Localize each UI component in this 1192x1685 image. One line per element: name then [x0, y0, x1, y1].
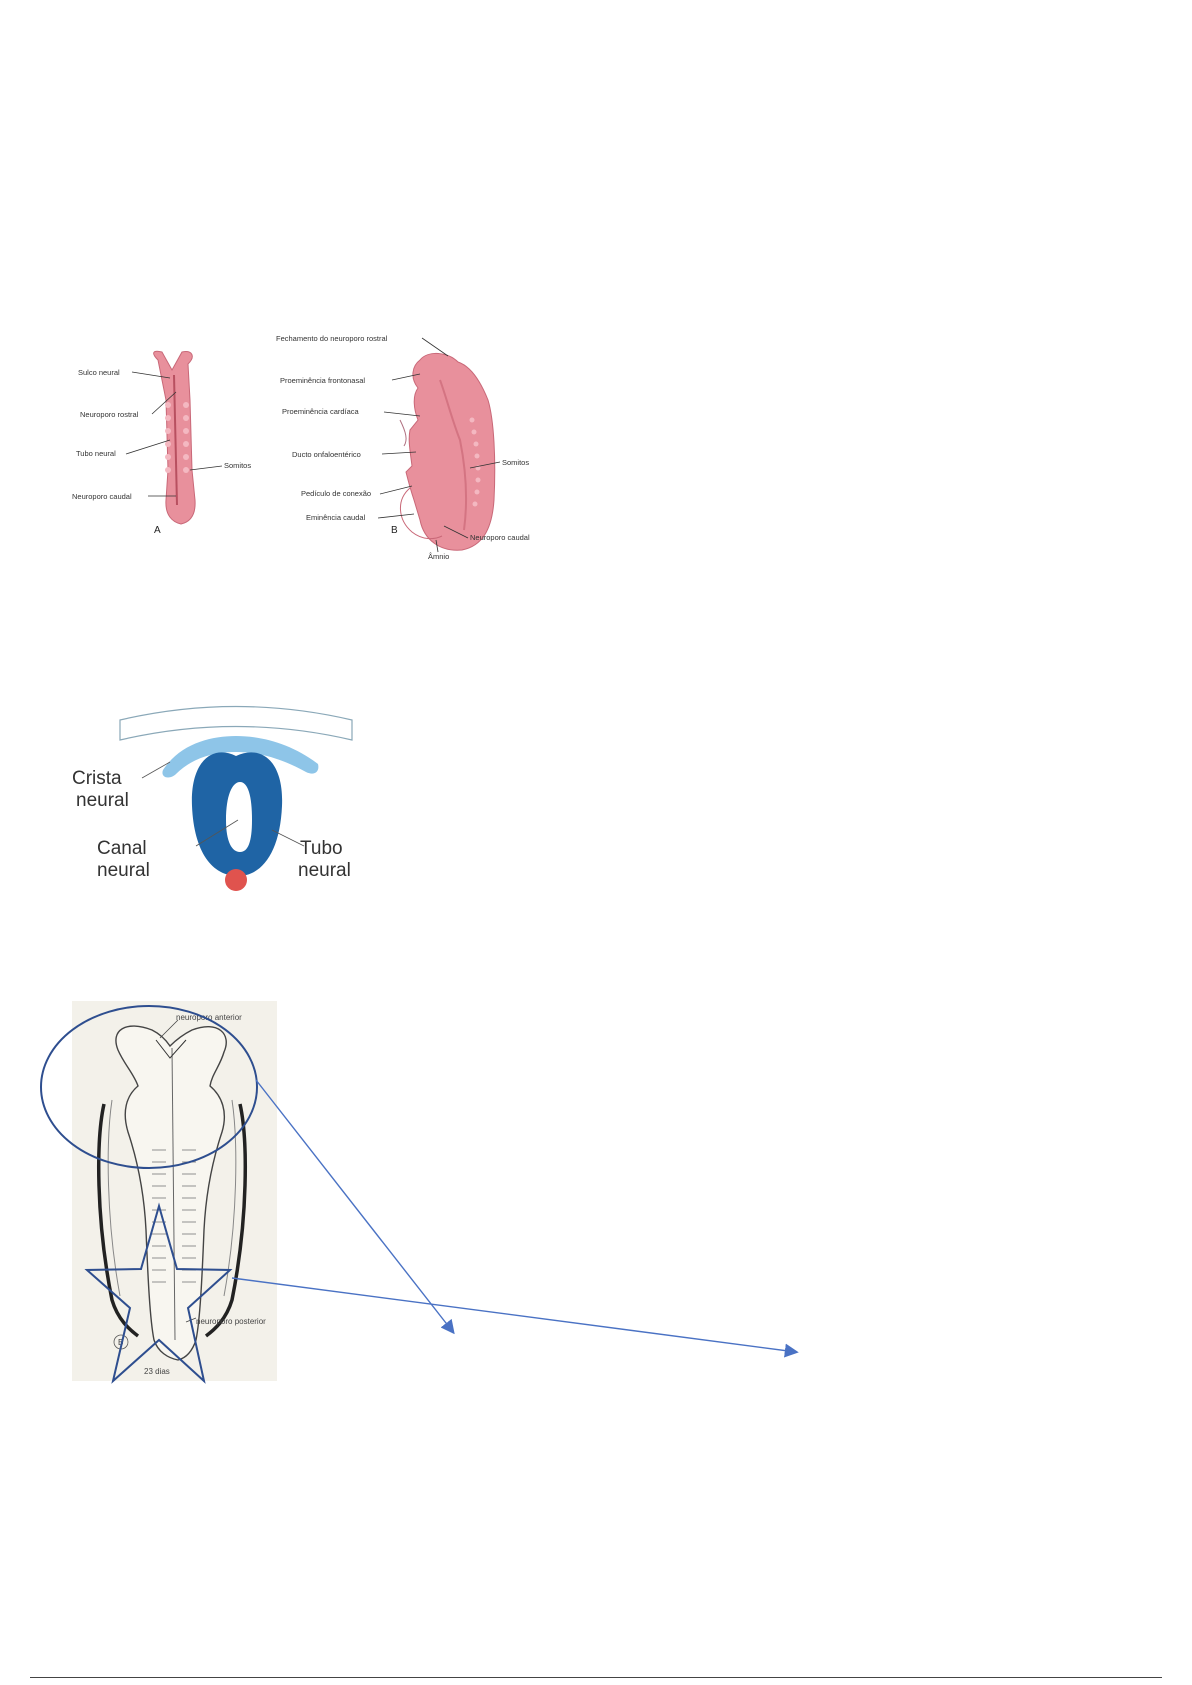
arrow-from-star [232, 1278, 796, 1352]
label-neuroporo-posterior: neuroporo posterior [196, 1317, 266, 1326]
caption-23-dias: 23 dias [144, 1367, 170, 1376]
page-bottom-rule [30, 1677, 1162, 1678]
